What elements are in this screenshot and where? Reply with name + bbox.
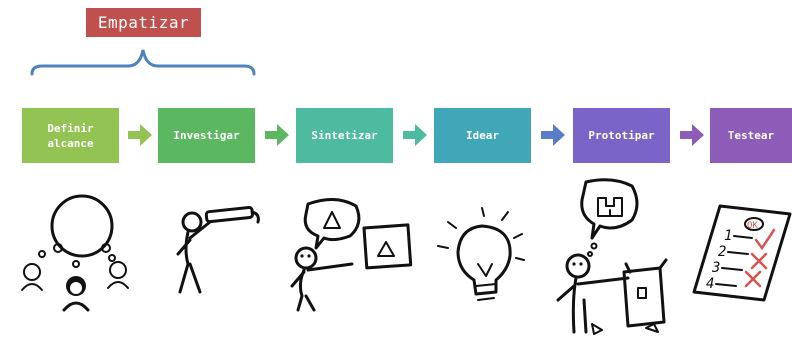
list-number: 4 [706,276,714,292]
arrow-right-icon [541,124,565,146]
list-number: 2 [718,244,726,260]
phase-brace [30,49,256,76]
list-number: 1 [724,228,732,244]
people-thinking-sketch [21,194,129,312]
person-telescope-sketch [176,205,260,294]
step-prototipar: Prototipar [573,108,670,163]
list-number: 3 [711,260,720,276]
step-investigar: Investigar [158,108,255,163]
step-testear: Testear [710,108,792,163]
arrow-right-icon [265,124,289,146]
light-bulb-icon [437,207,525,301]
arrow-right-icon [403,124,427,146]
person-presenting-sketch [290,198,413,312]
ok-note: OK [747,221,758,231]
step-idear: Idear [434,108,531,163]
arrow-right-icon [680,124,704,146]
step-definir-alcance: Definir alcance [22,108,119,163]
phase-label-empatizar: Empatizar [86,8,201,37]
arrow-right-icon [128,124,152,146]
checklist-sketch: OK 1 2 3 4 [692,204,792,302]
person-prototype-sketch [556,178,668,335]
step-sintetizar: Sintetizar [296,108,393,163]
